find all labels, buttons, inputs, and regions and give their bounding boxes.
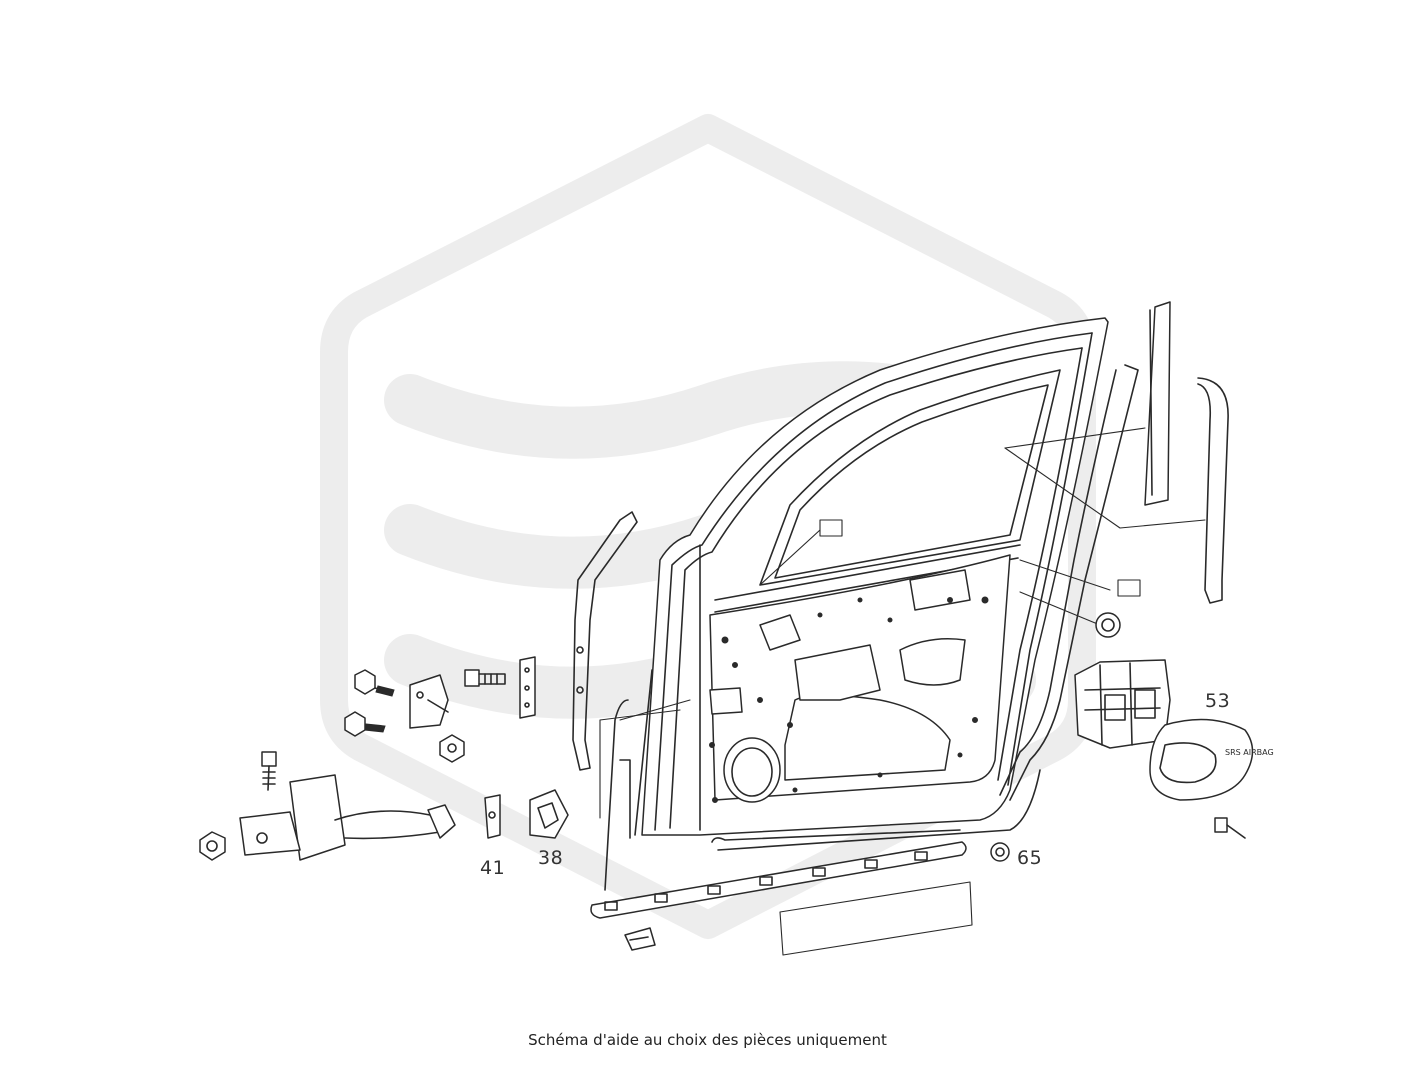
outer-door-handle[interactable]: SRS AIRBAG (1149, 718, 1274, 801)
bracket-41[interactable] (484, 794, 501, 839)
window-glass-outline (759, 427, 1206, 626)
door-hinge-bracket[interactable] (409, 674, 449, 729)
door-check-strap[interactable] (239, 774, 456, 861)
hinge-screw-upper[interactable] (354, 669, 395, 697)
diagram-caption: Schéma d'aide au choix des pièces unique… (528, 1031, 887, 1049)
callout-41: 41 (480, 857, 506, 879)
clip-part-65[interactable] (990, 842, 1010, 862)
door-buffer-38[interactable] (529, 789, 569, 839)
pillar-trim[interactable] (1144, 301, 1171, 506)
handle-bolt[interactable] (1214, 817, 1246, 839)
protective-film-panel (779, 881, 973, 956)
window-run-channel[interactable] (999, 364, 1139, 801)
hinge-pin-bolt[interactable] (464, 669, 506, 687)
flange-nut[interactable] (199, 831, 226, 861)
grommet-part[interactable] (1095, 612, 1121, 638)
leader-lines (599, 699, 691, 819)
door-shell[interactable] (619, 317, 1109, 839)
door-seal-strip[interactable] (604, 699, 1041, 891)
check-strap-bolt[interactable] (261, 751, 277, 791)
hinge-side-strip[interactable] (572, 511, 638, 771)
hinge-plate[interactable] (519, 656, 536, 719)
door-lock-mechanism[interactable] (1074, 659, 1171, 749)
hinge-nut[interactable] (439, 734, 465, 763)
rail-clip[interactable] (624, 927, 656, 951)
handle-badge-text: SRS AIRBAG (1225, 748, 1274, 757)
hinge-screw-lower[interactable] (344, 711, 386, 737)
window-guide-rail[interactable] (1197, 377, 1229, 604)
lower-moulding-rail[interactable] (590, 829, 967, 919)
callout-38: 38 (538, 847, 564, 869)
callout-53: 53 (1205, 690, 1231, 712)
callout-65: 65 (1017, 847, 1043, 869)
